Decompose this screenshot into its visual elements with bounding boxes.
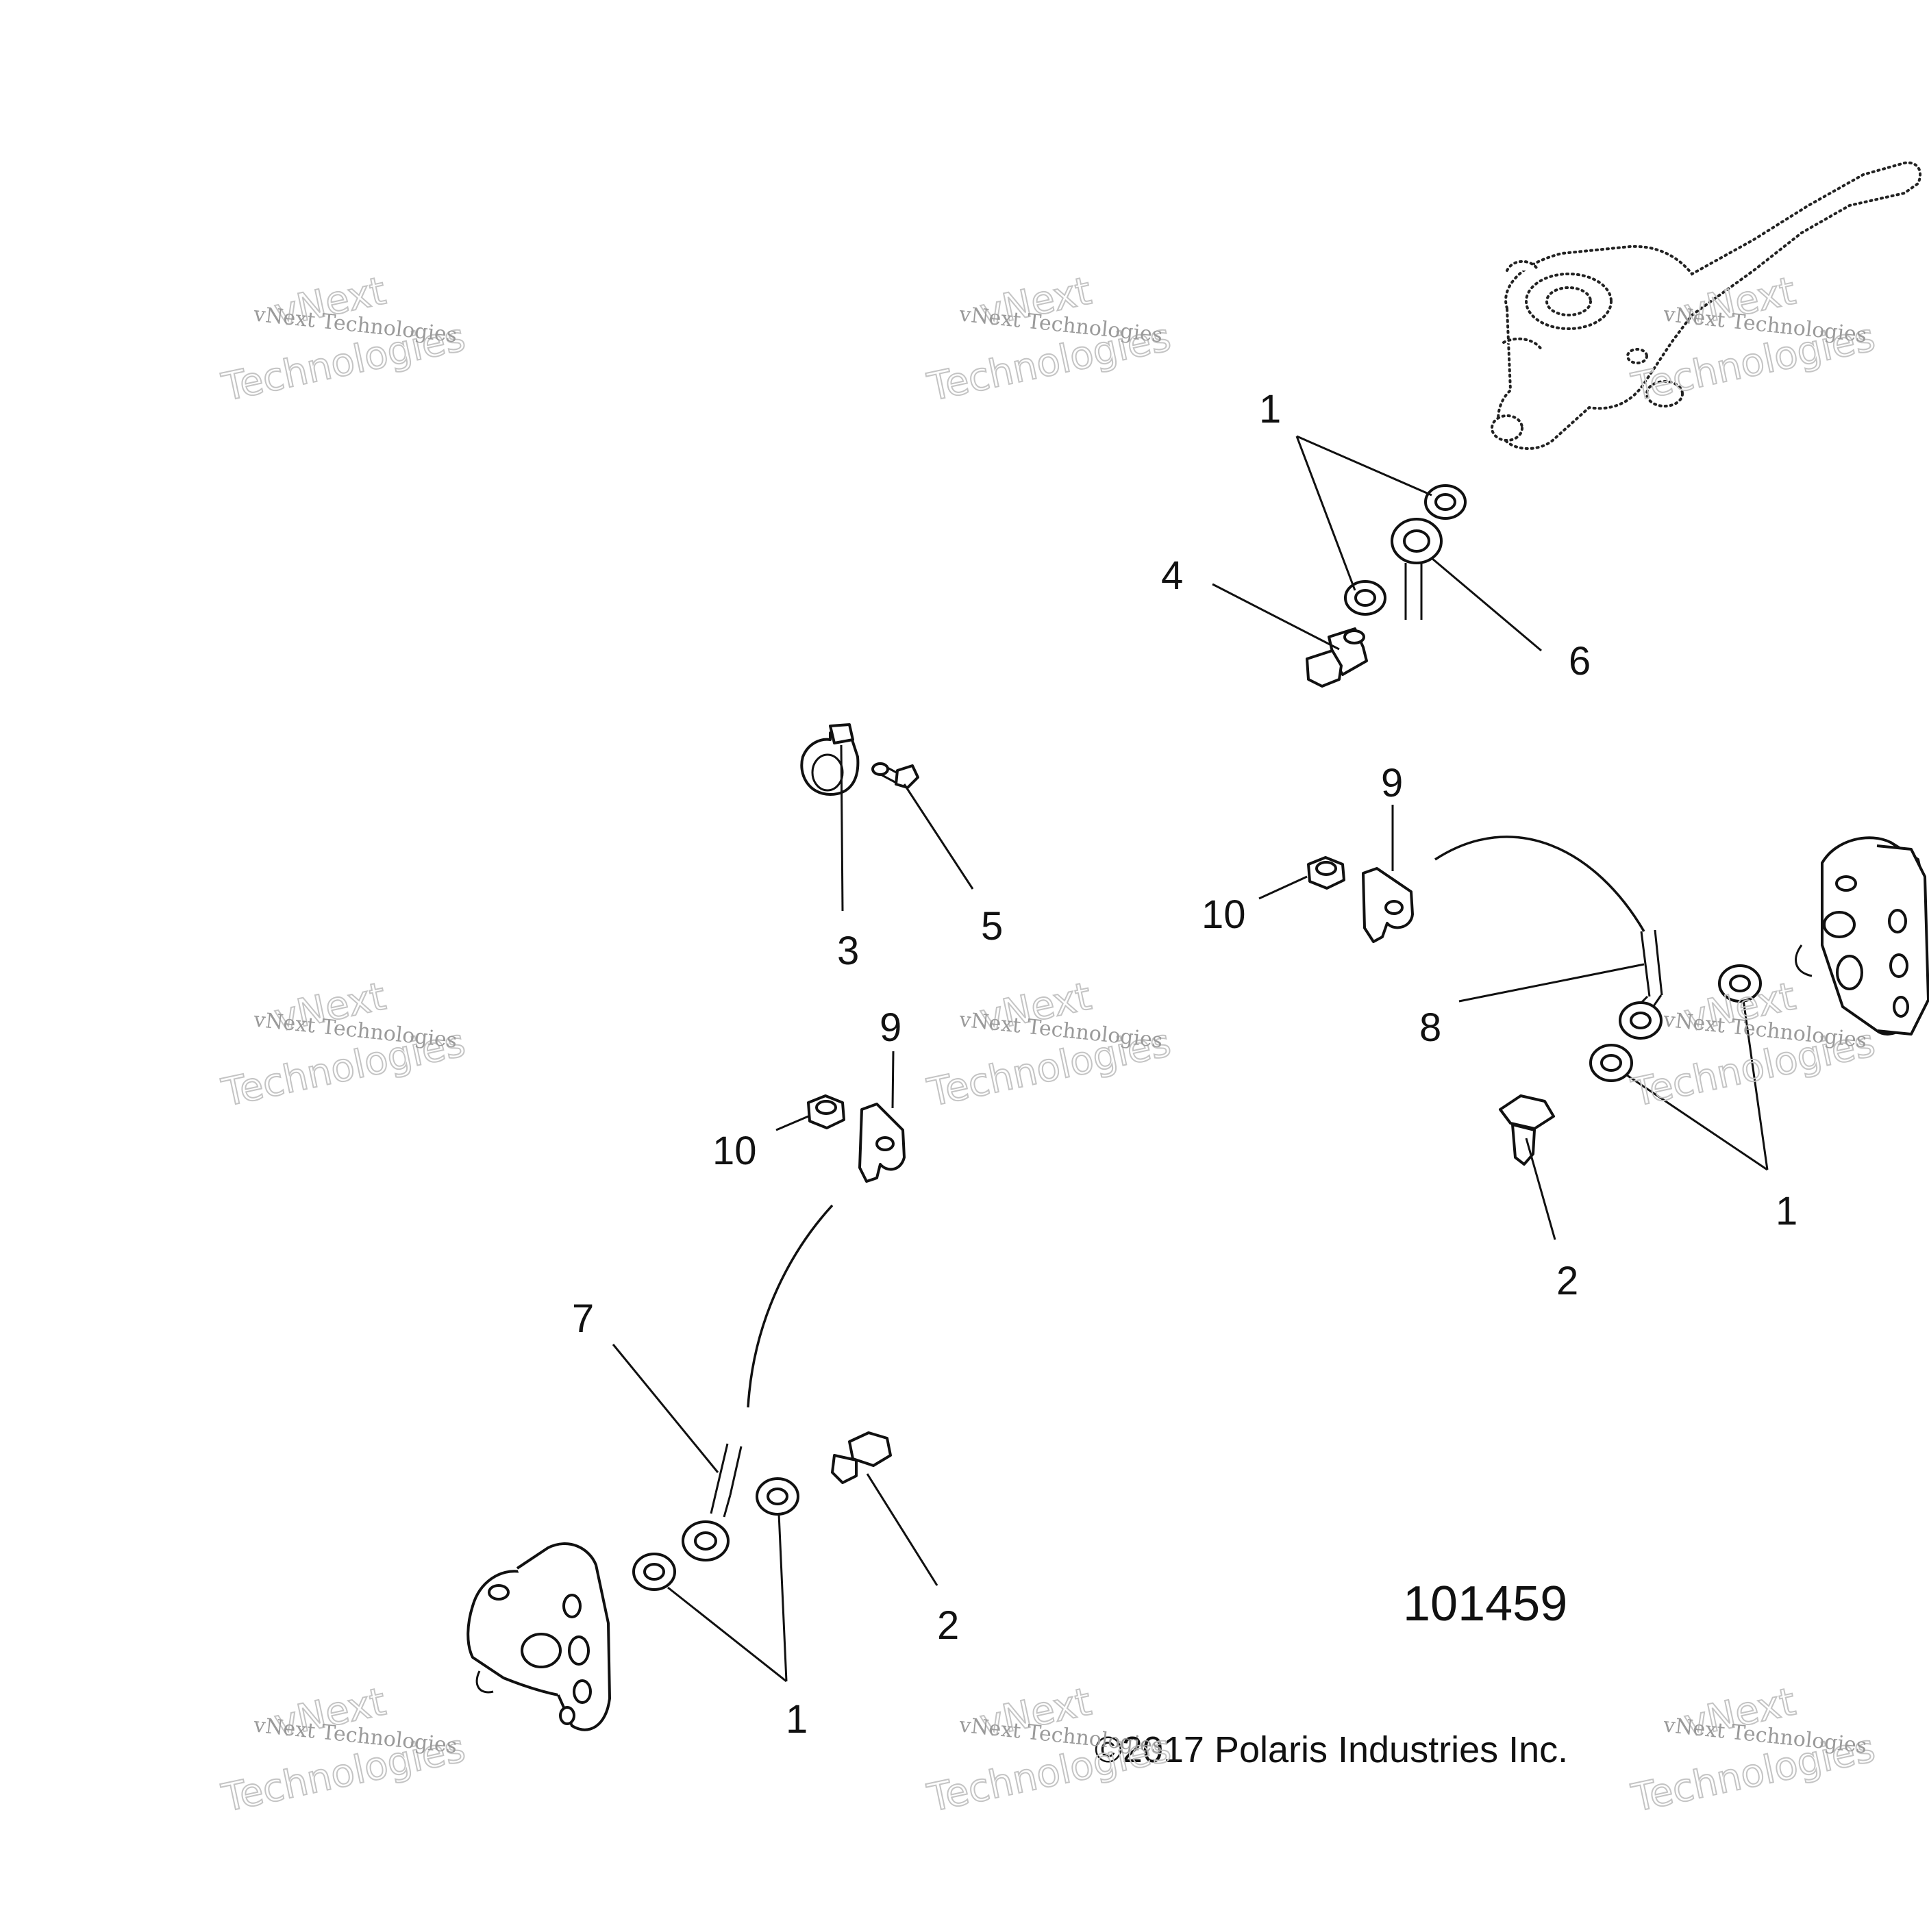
line-clip-left	[858, 1103, 906, 1183]
banjo-fitting	[1391, 518, 1443, 620]
callout-9-right: 9	[1381, 761, 1403, 805]
leader-lines	[612, 435, 1769, 1683]
callout-9-left: 9	[880, 1005, 901, 1050]
washer-right-b	[1589, 1044, 1633, 1082]
callout-1-left: 1	[786, 1697, 808, 1742]
caliper-left	[466, 1542, 611, 1731]
watermark: vNext Technologies vNext Technologies	[217, 1679, 469, 1821]
callout-1-top: 1	[1259, 387, 1281, 431]
line-clip-right	[1362, 867, 1414, 943]
clamp-screw	[871, 762, 919, 789]
figure-id: 101459	[1403, 1577, 1567, 1631]
bolt-left	[831, 1431, 892, 1484]
watermark: vNext Technologies vNext Technologies	[217, 973, 469, 1116]
callout-6: 6	[1569, 639, 1591, 683]
callout-4: 4	[1161, 553, 1183, 598]
watermark: vNext Technologies vNext Technologies	[1627, 1679, 1879, 1821]
washer-left-b	[632, 1553, 676, 1591]
nut-right	[1307, 856, 1345, 890]
washer-right-a	[1718, 964, 1762, 1003]
washer-top-a	[1424, 484, 1467, 520]
copyright-notice: ©2017 Polaris Industries Inc.	[1095, 1729, 1568, 1770]
washer-left-a	[756, 1477, 799, 1516]
bolt-right	[1499, 1094, 1555, 1166]
callout-10-right: 10	[1202, 892, 1246, 937]
callout-1-right: 1	[1776, 1189, 1797, 1233]
watermark-grid: vNext Technologies vNext Technologies vN…	[217, 268, 1879, 1821]
brake-line-right	[1434, 836, 1663, 1040]
caliper-right	[1795, 836, 1929, 1036]
nut-left	[807, 1094, 845, 1129]
watermark: vNext Technologies vNext Technologies	[923, 973, 1175, 1116]
brake-line-left	[682, 1204, 834, 1561]
washer-top-b	[1344, 580, 1386, 616]
hose-clamp	[800, 723, 860, 796]
watermark: vNext Technologies vNext Technologies	[923, 1679, 1175, 1821]
callout-8: 8	[1419, 1005, 1441, 1050]
callout-5: 5	[981, 904, 1003, 949]
master-cylinder-lever	[1491, 161, 1922, 450]
callout-3: 3	[837, 929, 859, 973]
callout-2-left: 2	[937, 1603, 959, 1648]
callout-numbers: 1 1 1 2 2 3 4 5 6 7 8 9 9 10 10	[572, 387, 1797, 1742]
banjo-bolt	[1306, 627, 1368, 688]
watermark: vNext Technologies vNext Technologies	[923, 268, 1175, 410]
callout-10-left: 10	[712, 1129, 757, 1173]
callout-2-right: 2	[1556, 1259, 1578, 1303]
callout-7: 7	[572, 1296, 594, 1341]
watermark: vNext Technologies vNext Technologies	[217, 268, 469, 410]
